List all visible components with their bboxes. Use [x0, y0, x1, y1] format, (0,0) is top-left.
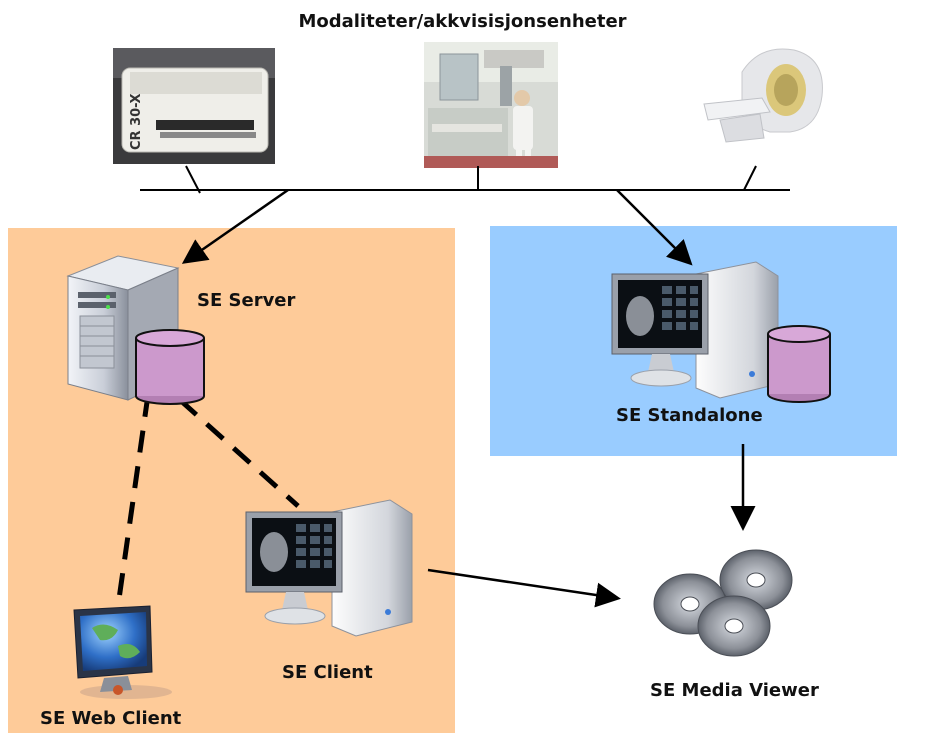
link-server-client: [178, 398, 300, 508]
network-backbone: [140, 165, 790, 194]
cr-reader-photo: CR 30-X: [113, 48, 275, 164]
globe-monitor-icon: [73, 605, 172, 699]
se-media-viewer-label: SE Media Viewer: [650, 680, 819, 701]
arrow-client-to-viewer: [427, 568, 621, 608]
diagram-title: Modaliteter/akkvisisjonsenheter: [298, 11, 627, 32]
ct-scanner-photo: [690, 40, 828, 150]
se-server-label: SE Server: [197, 290, 296, 311]
ct-connector: [743, 165, 757, 191]
se-client-label: SE Client: [282, 662, 373, 683]
cr-device-label: CR 30-X: [129, 93, 144, 150]
cr-connector: [185, 165, 201, 194]
standalone-workstation-icon: [611, 261, 779, 399]
xray-room-photo: [424, 42, 558, 168]
standalone-database-icon: [767, 325, 831, 403]
link-server-webclient: [115, 394, 151, 607]
se-web-client-label: SE Web Client: [40, 708, 182, 729]
server-database-icon: [135, 329, 205, 405]
se-standalone-label: SE Standalone: [616, 405, 763, 426]
arrow-backbone-to-standalone: [616, 189, 693, 266]
disc-stack-icon: [653, 549, 793, 657]
client-workstation-icon: [245, 499, 413, 637]
arrow-backbone-to-server: [181, 188, 289, 264]
